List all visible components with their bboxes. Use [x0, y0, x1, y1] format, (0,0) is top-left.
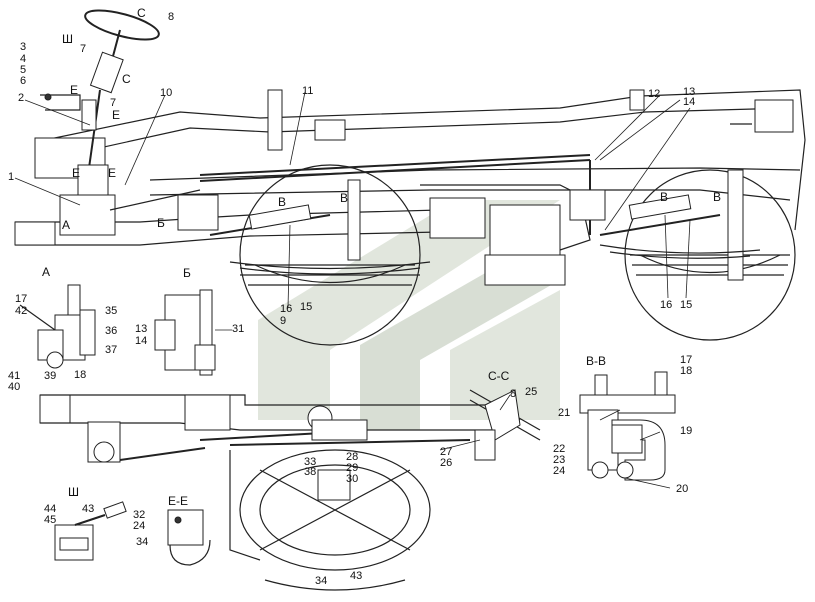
detail-sh-lever [54, 501, 127, 561]
callout-24b: 24 [133, 520, 146, 532]
callout-27: 27 [440, 446, 453, 458]
callout-13b: 13 [135, 323, 148, 335]
callout-17: 17 [15, 293, 28, 305]
callout-25: 25 [525, 386, 538, 398]
section-b: Б [183, 266, 191, 280]
callout-17b: 17 [680, 354, 693, 366]
callout-6: 6 [20, 75, 27, 87]
callout-32: 32 [133, 509, 146, 521]
callout-40: 40 [8, 381, 21, 393]
callout-15: 15 [300, 301, 313, 313]
callout-2: 2 [18, 92, 25, 104]
callout-20: 20 [676, 483, 689, 495]
view-a-steering-gear [19, 284, 96, 369]
plan-view-wheel [229, 449, 431, 591]
section-v2: В [340, 191, 349, 205]
callout-33: 33 [304, 456, 317, 468]
detail-cc-joint [469, 389, 541, 461]
detail-ee-clamp [167, 509, 211, 566]
section-b-arrow: Б [157, 216, 165, 230]
callout-37: 37 [105, 344, 118, 356]
callout-15b: 15 [680, 299, 693, 311]
callout-30: 30 [346, 473, 359, 485]
callout-4: 4 [20, 53, 27, 65]
callout-28: 28 [346, 451, 359, 463]
callout-44: 44 [44, 503, 57, 515]
rear-wheel-side [624, 169, 796, 341]
callout-9: 9 [280, 315, 287, 327]
callout-26: 26 [440, 457, 453, 469]
callout-5: 5 [20, 64, 27, 76]
section-v3: В [660, 190, 669, 204]
callout-43b: 43 [350, 570, 363, 582]
callout-22: 22 [553, 443, 566, 455]
section-sh2: Ш [68, 485, 79, 499]
callout-29: 29 [346, 462, 359, 474]
callout-42: 42 [15, 305, 28, 317]
callout-23: 23 [553, 454, 566, 466]
detail-vv-bracket [579, 371, 676, 481]
section-e1: Е [70, 83, 79, 97]
callout-8: 8 [168, 11, 175, 23]
section-v4: В [713, 190, 722, 204]
section-ee: Е-Е [168, 494, 189, 508]
leader-lines [14, 91, 691, 489]
callout-36: 36 [105, 325, 118, 337]
callout-34b: 34 [315, 575, 328, 587]
callout-34: 34 [136, 536, 149, 548]
section-vv: В-В [586, 354, 607, 368]
callout-35: 35 [105, 305, 118, 317]
callout-16b: 16 [660, 299, 673, 311]
callout-13: 13 [683, 86, 696, 98]
section-s2: С [122, 72, 131, 86]
callout-39: 39 [44, 370, 57, 382]
steering-wheel [40, 9, 160, 236]
callout-24: 24 [553, 465, 566, 477]
section-sh1: Ш [62, 32, 73, 46]
callout-11: 11 [302, 85, 314, 97]
callout-38: 38 [304, 466, 317, 478]
leaf-springs [229, 244, 761, 275]
callout-7b: 7 [110, 97, 117, 109]
callout-43: 43 [82, 503, 95, 515]
callout-7: 7 [80, 43, 87, 55]
callout-14b: 14 [135, 335, 148, 347]
callout-16: 16 [280, 303, 293, 315]
view-b-bracket [154, 289, 216, 376]
callout-18b: 18 [680, 365, 693, 377]
section-e4: Е [108, 166, 117, 180]
section-a: А [42, 265, 51, 279]
section-s1: С [137, 6, 146, 20]
section-ss: С-С [488, 369, 510, 383]
callout-12: 12 [648, 88, 661, 100]
callout-41: 41 [8, 370, 21, 382]
section-a-arrow: А [62, 218, 71, 232]
callout-31: 31 [232, 323, 245, 335]
callout-45: 45 [44, 514, 57, 526]
callout-18: 18 [74, 369, 87, 381]
callout-8b: 8 [510, 388, 517, 400]
callout-1: 1 [8, 171, 15, 183]
section-e2: Е [112, 108, 121, 122]
callout-14: 14 [683, 96, 696, 108]
callout-3: 3 [20, 41, 27, 53]
callout-19: 19 [680, 425, 693, 437]
callout-21: 21 [558, 407, 571, 419]
section-v: В [278, 195, 287, 209]
section-e3: Е [72, 166, 81, 180]
callout-10: 10 [160, 87, 173, 99]
